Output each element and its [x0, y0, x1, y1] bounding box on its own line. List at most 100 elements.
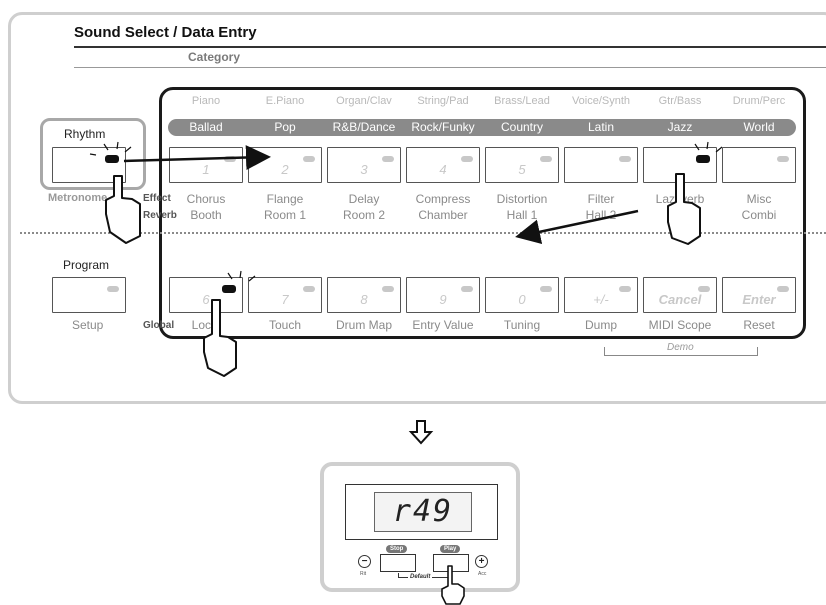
pointing-hand-icon [441, 565, 465, 605]
led-indicator [303, 156, 315, 162]
title-rule [74, 46, 826, 48]
arrow-right [123, 145, 271, 171]
function-label-7: MIDI Scope [648, 318, 712, 332]
rhythm-label: Rhythm [64, 127, 106, 141]
category-bottom-label: Rock/Funky [411, 120, 475, 134]
main-panel [8, 12, 826, 404]
function-label-3: Drum Map [335, 318, 392, 332]
function-label-8: Reset [743, 318, 775, 332]
key-number: Cancel [658, 292, 702, 307]
led-indicator [540, 156, 552, 162]
rhythm-button[interactable] [52, 147, 126, 183]
reverb-label: Reverb [143, 210, 177, 221]
acc-label: Acc [478, 571, 487, 577]
effect-name: Distortion [496, 192, 548, 206]
led-indicator [107, 286, 119, 292]
program-label: Program [63, 258, 110, 272]
reverb-name: Booth [190, 208, 222, 222]
effect-name: Misc [746, 192, 772, 206]
category-label: Category [188, 50, 241, 64]
led-indicator [461, 156, 473, 162]
pointing-hand-icon [667, 173, 701, 245]
category-top-label: E.Piano [265, 95, 305, 107]
key-number: 1 [202, 162, 210, 177]
sound-key-3[interactable]: 3 [327, 147, 401, 183]
led-indicator [222, 285, 236, 293]
sound-key-6[interactable] [564, 147, 638, 183]
function-label-5: Tuning [503, 318, 541, 332]
display-frame [345, 484, 498, 540]
category-top-label: Voice/Synth [571, 95, 631, 107]
function-label-4: Entry Value [412, 318, 474, 332]
data-key-3[interactable]: 8 [327, 277, 401, 313]
sound-key-4[interactable]: 4 [406, 147, 480, 183]
key-number: 7 [281, 292, 289, 307]
function-label-2: Touch [268, 318, 302, 332]
category-top-label: Organ/Clav [336, 95, 392, 107]
data-key-2[interactable]: 7 [248, 277, 322, 313]
stop-button[interactable] [380, 554, 416, 572]
program-button[interactable] [52, 277, 126, 313]
data-key-4[interactable]: 9 [406, 277, 480, 313]
led-indicator [698, 286, 710, 292]
effect-label-1: Chorus Booth [167, 191, 245, 223]
pointing-hand-icon [203, 299, 237, 377]
effect-label-2: Flange Room 1 [246, 191, 324, 223]
reverb-name: Room 2 [342, 208, 386, 222]
led-indicator [696, 155, 710, 163]
sound-key-5[interactable]: 5 [485, 147, 559, 183]
sparkle-icon [89, 141, 723, 282]
led-display: r49 [374, 492, 472, 532]
led-indicator [105, 155, 119, 163]
category-bottom-label: World [743, 120, 775, 134]
led-indicator [382, 156, 394, 162]
effect-label-8: Misc Combi [720, 191, 798, 223]
sound-key-1[interactable]: 1 [169, 147, 243, 183]
pointing-hand-icon [105, 175, 141, 244]
key-number: 0 [518, 292, 526, 307]
data-key-8[interactable]: Enter [722, 277, 796, 313]
sound-key-8[interactable] [722, 147, 796, 183]
reverb-name: Hall 2 [585, 208, 617, 222]
effect-label: Effect [143, 193, 171, 204]
led-indicator [619, 286, 631, 292]
reverb-name: Room 1 [263, 208, 307, 222]
key-number: 8 [360, 292, 368, 307]
effect-name: Chorus [186, 192, 226, 206]
key-number: 4 [439, 162, 447, 177]
key-number: 9 [439, 292, 447, 307]
divider-dotted [20, 232, 826, 234]
data-key-7[interactable]: Cancel [643, 277, 717, 313]
stop-label: Stop [386, 545, 408, 553]
rhythm-highlight-frame [40, 118, 146, 190]
data-key-1[interactable]: 6 [169, 277, 243, 313]
category-bottom-label: Jazz [667, 120, 693, 134]
plus-button[interactable]: + [475, 555, 488, 568]
key-number: 3 [360, 162, 368, 177]
key-number: 2 [281, 162, 289, 177]
global-label: Global [143, 320, 175, 331]
minus-button[interactable]: − [358, 555, 371, 568]
category-top-label: String/Pad [417, 95, 469, 107]
category-bottom-label: Pop [274, 120, 296, 134]
reverb-name: Chamber [418, 208, 468, 222]
data-key-6[interactable]: +/- [564, 277, 638, 313]
led-indicator [303, 286, 315, 292]
data-key-5[interactable]: 0 [485, 277, 559, 313]
category-top-label: Piano [191, 95, 221, 107]
effect-name: Delay [348, 192, 380, 206]
effect-label-3: Delay Room 2 [325, 191, 403, 223]
key-number: 6 [202, 292, 210, 307]
led-indicator [619, 156, 631, 162]
category-bottom-label: Country [500, 120, 544, 134]
key-number: 5 [518, 162, 526, 177]
effect-name: Flange [266, 192, 304, 206]
metronome-label: Metronome [48, 192, 108, 204]
led-indicator [777, 286, 789, 292]
demo-bracket [604, 347, 758, 356]
category-top-label: Gtr/Bass [658, 95, 702, 107]
function-label-6: Dump [584, 318, 617, 332]
effect-name: Compress [415, 192, 471, 206]
category-top-label: Drum/Perc [732, 95, 786, 107]
